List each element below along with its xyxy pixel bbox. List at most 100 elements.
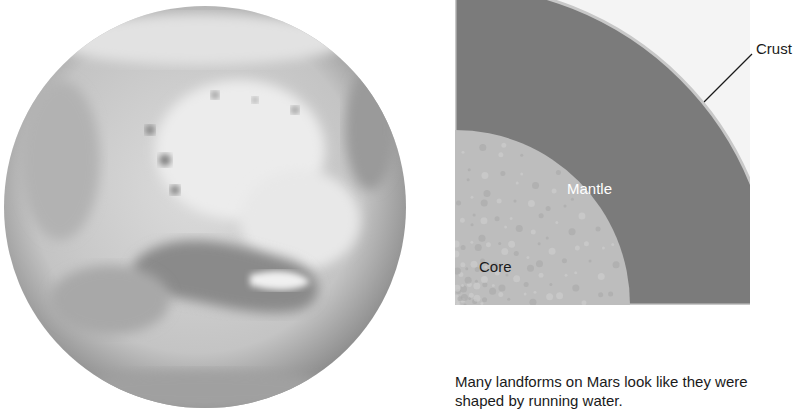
core-texture [529, 299, 536, 305]
core-texture [531, 230, 536, 235]
core-texture [578, 213, 585, 220]
core-texture [549, 283, 552, 286]
core-texture [508, 241, 515, 248]
core-texture [514, 251, 519, 256]
core-texture [498, 242, 501, 245]
core-texture [455, 301, 459, 305]
core-texture [598, 292, 603, 297]
core-texture [513, 275, 520, 282]
core-texture [482, 282, 487, 287]
core-texture [536, 260, 543, 267]
core-texture [455, 251, 459, 258]
core-texture [480, 217, 487, 224]
core-texture [464, 304, 467, 306]
core-texture [480, 302, 483, 305]
mars-globe [4, 6, 406, 408]
core-texture [461, 284, 464, 287]
core-texture [498, 284, 505, 291]
core-texture [481, 172, 488, 179]
core-texture [492, 284, 495, 287]
core-texture [465, 267, 468, 270]
core-texture [475, 280, 478, 283]
mantle-region: MantleCore [455, 0, 750, 305]
core-texture [563, 204, 566, 207]
core-texture [528, 200, 535, 207]
core-texture [473, 295, 480, 302]
core-texture [562, 258, 567, 263]
core-texture [482, 297, 487, 302]
core-texture [569, 228, 576, 235]
region-label: Mantle [567, 180, 612, 197]
core-region-fill [455, 130, 630, 305]
core-texture [532, 182, 539, 189]
core-texture [546, 236, 549, 239]
core-texture [534, 291, 537, 294]
core-texture [483, 190, 490, 197]
core-texture [489, 288, 496, 295]
core-texture [460, 262, 465, 267]
core-texture [461, 245, 466, 250]
core-texture [462, 151, 465, 154]
core-texture [501, 143, 506, 148]
core-texture [539, 213, 544, 218]
core-texture [571, 198, 574, 201]
core-texture [574, 271, 577, 274]
core-texture [501, 248, 508, 255]
core-texture [498, 152, 503, 157]
core-texture [467, 178, 470, 181]
core-texture [608, 292, 613, 297]
core-texture [473, 214, 476, 217]
core-texture [524, 282, 529, 287]
core-texture [470, 241, 473, 244]
core-texture [455, 241, 460, 248]
core-texture [456, 201, 461, 206]
core-region: Core [455, 130, 630, 305]
core-texture [546, 293, 553, 300]
core-texture [552, 189, 557, 194]
core-texture [572, 285, 579, 292]
core-texture [584, 241, 589, 246]
core-texture [589, 260, 592, 263]
core-texture [575, 245, 580, 250]
core-texture [602, 247, 605, 250]
core-texture [514, 200, 517, 203]
core-texture [498, 292, 503, 297]
part-label: Crust [756, 40, 792, 57]
core-texture [478, 235, 485, 242]
core-texture [556, 170, 561, 175]
core-texture [495, 216, 500, 221]
core-texture [504, 226, 507, 229]
core-texture [471, 223, 474, 226]
caption-text: Many landforms on Mars look like they we… [455, 372, 795, 410]
core-texture [527, 265, 534, 272]
region-label: Core [479, 258, 512, 275]
core-texture [538, 242, 541, 245]
mantle-region-fill [455, 0, 750, 305]
core-texture [473, 282, 480, 289]
core-texture [460, 286, 467, 293]
core-texture [549, 248, 556, 255]
core-texture [469, 293, 474, 298]
core-texture [479, 144, 486, 151]
core-texture [581, 300, 586, 305]
core-texture [455, 285, 461, 292]
core-texture [510, 217, 513, 220]
core-texture [556, 292, 563, 299]
core-texture [455, 268, 461, 275]
core-texture [471, 196, 474, 199]
core-texture [516, 225, 523, 232]
core-texture [598, 273, 605, 280]
core-texture [524, 292, 527, 295]
core-texture [500, 171, 505, 176]
leader-line [702, 54, 752, 104]
core-texture [481, 276, 488, 283]
core-texture [471, 261, 478, 268]
core-texture [475, 244, 482, 251]
core-texture [481, 200, 488, 207]
core-texture [565, 274, 568, 277]
core-texture [520, 173, 523, 176]
core-texture [486, 242, 491, 247]
core-region-shape [455, 130, 630, 305]
core-texture [613, 261, 620, 268]
core-texture [596, 226, 601, 231]
